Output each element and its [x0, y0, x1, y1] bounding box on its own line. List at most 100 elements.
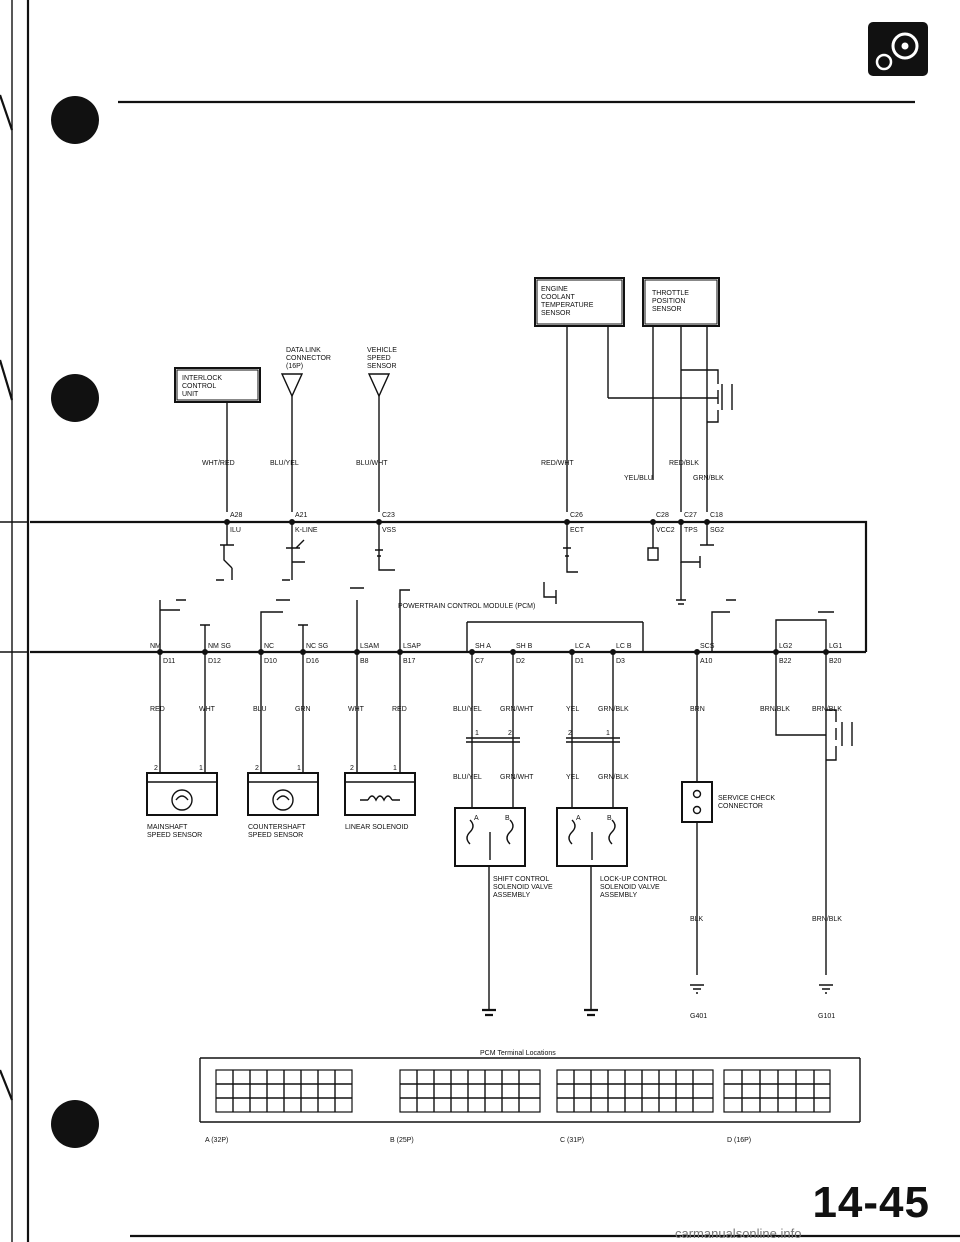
pin-num: 1 — [475, 730, 479, 737]
sig-nmsg: NM SG — [208, 643, 231, 650]
sig-scs: SCS — [700, 643, 715, 650]
throttle-position-sensor: THROTTLE POSITION SENSOR — [642, 277, 720, 327]
countershaft-label-2: SPEED SENSOR — [248, 832, 303, 839]
wire-label-red-blk: RED/BLK — [669, 460, 699, 467]
countershaft-speed-sensor: COUNTERSHAFT SPEED SENSOR — [247, 772, 319, 839]
terminal-locations-title: PCM Terminal Locations — [480, 1050, 556, 1057]
automatic-transmission-icon — [868, 22, 928, 76]
interlock-label-1: INTERLOCK — [182, 375, 222, 382]
ect-label-3: TEMPERATURE — [541, 302, 594, 309]
wire-label-blu-wht: BLU/WHT — [356, 460, 388, 467]
interlock-label-3: UNIT — [182, 391, 199, 398]
sig-shb: SH B — [516, 643, 533, 650]
pin-c23: C23 — [382, 512, 395, 519]
sig-lcb: LC B — [616, 643, 632, 650]
sig-tps: TPS — [684, 527, 698, 534]
connector-c-grid — [556, 1069, 714, 1113]
lockup-valve-label-2: SOLENOID VALVE — [600, 884, 660, 891]
terminal-c-label: C (31P) — [560, 1137, 584, 1144]
pcm-bottom-pins: NM D11 NM SG D12 NC D10 NC SG D16 LSAM B… — [150, 643, 842, 665]
pin-b20: B20 — [829, 658, 842, 665]
wire-wht-2: WHT — [348, 706, 365, 713]
interlock-label-2: CONTROL — [182, 383, 216, 390]
service-check-label-2: CONNECTOR — [718, 803, 763, 810]
pin-b22: B22 — [779, 658, 792, 665]
dlc-label-2: CONNECTOR — [286, 355, 331, 362]
sig-nm: NM — [150, 643, 161, 650]
terminal-a-label: A (32P) — [205, 1137, 228, 1144]
tps-label-1: THROTTLE — [652, 290, 689, 297]
mainshaft-label-2: SPEED SENSOR — [147, 832, 202, 839]
pin-a28: A28 — [230, 512, 243, 519]
pin-c18: C18 — [710, 512, 723, 519]
ground-symbols: G401 G101 — [482, 984, 835, 1020]
pin-num: 2 — [255, 765, 259, 772]
data-link-connector: DATA LINK CONNECTOR (16P) — [280, 347, 331, 398]
pin-d11: D11 — [163, 658, 175, 665]
interlock-control-unit: INTERLOCK CONTROL UNIT — [174, 367, 261, 403]
lower-wires — [159, 652, 853, 975]
vss-label-2: SPEED — [367, 355, 391, 362]
connector-d-grid — [723, 1069, 831, 1113]
wire-blu: BLU — [253, 706, 267, 713]
sig-lca: LC A — [575, 643, 591, 650]
shift-control-solenoid-valve: A B SHIFT CONTROL SOLENOID VALVE ASSEMBL… — [454, 807, 553, 1010]
lockup-pin-b: B — [607, 815, 612, 822]
binding-hole-bottom — [51, 1100, 99, 1148]
pin-b17: B17 — [403, 658, 416, 665]
sig-lg2: LG2 — [779, 643, 792, 650]
pin-c27: C27 — [684, 512, 697, 519]
wire-brn: BRN — [690, 706, 705, 713]
ect-label-2: COOLANT — [541, 294, 576, 301]
tps-label-3: SENSOR — [652, 306, 682, 313]
pin-num: 2 — [568, 730, 572, 737]
edge-mark — [0, 94, 14, 131]
wire-grn-wht-2: GRN/WHT — [500, 774, 534, 781]
pin-d10: D10 — [264, 658, 277, 665]
pin-c28: C28 — [656, 512, 669, 519]
sig-nc: NC — [264, 643, 274, 650]
edge-mark-2 — [0, 359, 14, 401]
sig-lg1: LG1 — [829, 643, 842, 650]
wire-brn-blk-1: BRN/BLK — [760, 706, 790, 713]
pin-c26: C26 — [570, 512, 583, 519]
solenoid-driver-box — [466, 621, 644, 652]
tps-shield-branch — [681, 369, 719, 423]
wire-red-2: RED — [392, 706, 407, 713]
wire-brn-blk-2: BRN/BLK — [812, 706, 842, 713]
pin-d1: D1 — [575, 658, 584, 665]
pin-d2: D2 — [516, 658, 525, 665]
wire-label-yel-blu: YEL/BLU — [624, 475, 653, 482]
pin-num: 1 — [606, 730, 610, 737]
vss-label-3: SENSOR — [367, 363, 397, 370]
pcm-lower-circuits — [159, 587, 834, 652]
connector-b-grid — [399, 1069, 541, 1113]
shift-pin-a: A — [474, 815, 479, 822]
pcm-top-pins: A28 ILU A21 K-LINE C23 VSS C26 ECT C28 V… — [224, 512, 724, 534]
wire-wht-1: WHT — [199, 706, 216, 713]
pin-a21: A21 — [295, 512, 308, 519]
pin-d12: D12 — [208, 658, 221, 665]
sig-sha: SH A — [475, 643, 491, 650]
pcm-label: POWERTRAIN CONTROL MODULE (PCM) — [398, 603, 535, 610]
sig-sg2: SG2 — [710, 527, 724, 534]
wire-grn-blk-2: GRN/BLK — [598, 774, 629, 781]
wire-blu-yel-1: BLU/YEL — [453, 706, 482, 713]
connector-pin-numbers: 2 1 2 1 2 1 1 2 2 1 — [154, 730, 610, 772]
vehicle-speed-sensor: VEHICLE SPEED SENSOR — [367, 347, 397, 398]
wire-yel-1: YEL — [566, 706, 579, 713]
sig-ilu: ILU — [230, 527, 241, 534]
wire-red-1: RED — [150, 706, 165, 713]
dlc-label-1: DATA LINK — [286, 347, 321, 354]
lockup-valve-label-1: LOCK-UP CONTROL — [600, 876, 667, 883]
wire-blu-yel-2: BLU/YEL — [453, 774, 482, 781]
binding-hole-top — [51, 96, 99, 144]
pcm-terminal-locations: PCM Terminal Locations A (32P) B (25P) C… — [199, 1050, 861, 1144]
pin-num: 2 — [154, 765, 158, 772]
engine-coolant-temperature-sensor: ENGINE COOLANT TEMPERATURE SENSOR — [534, 277, 625, 327]
pin-num: 1 — [297, 765, 301, 772]
service-check-label-1: SERVICE CHECK — [718, 795, 775, 802]
wire-label-blu-yel: BLU/YEL — [270, 460, 299, 467]
lower-wire-labels: RED WHT BLU GRN WHT RED BLU/YEL GRN/WHT … — [150, 706, 842, 923]
